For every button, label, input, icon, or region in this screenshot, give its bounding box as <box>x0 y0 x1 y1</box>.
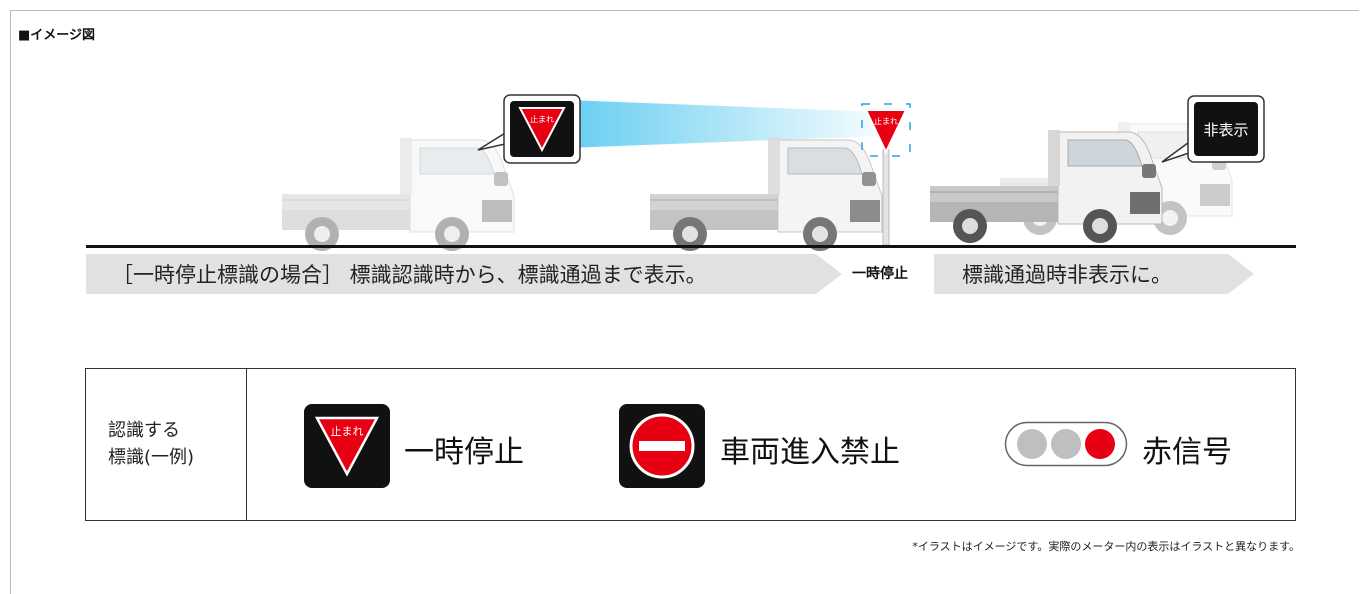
legend-item-stop: 一時停止 <box>404 435 524 470</box>
stop-sign-icon: 止まれ <box>304 404 390 488</box>
roadside-sign-text: 止まれ <box>874 116 898 126</box>
page-title: ■イメージ図 <box>18 28 96 43</box>
legend-heading-line1: 認識する <box>108 420 180 441</box>
legend-item-no-entry: 車両進入禁止 <box>720 435 900 470</box>
legend-divider <box>246 369 247 520</box>
footnote: *イラストはイメージです。実際のメーター内の表示はイラストと異なります。 <box>912 540 1300 553</box>
frame <box>10 10 1359 594</box>
legend-heading: 認識する 標識(一例) <box>108 417 194 471</box>
display-bubble-shown: 止まれ <box>477 94 581 164</box>
no-entry-icon <box>619 404 705 488</box>
stop-point-label: 一時停止 <box>852 266 908 282</box>
band-hidden-period: 標識通過時非表示に。 <box>934 254 1254 294</box>
display-bubble-hidden: 非表示 <box>1161 95 1265 163</box>
scene-illustration: 止まれ 止まれ 非表示 <box>281 94 1265 252</box>
hidden-label: 非表示 <box>1203 121 1248 139</box>
legend-sign-text: 止まれ <box>331 425 364 438</box>
road-line <box>86 245 1296 248</box>
legend-box: 認識する 標識(一例) 止まれ 一時停止 車両進入禁止 赤信号 <box>85 368 1296 521</box>
truck-recognizing <box>649 137 883 252</box>
band-display-period: ［一時停止標識の場合］ 標識認識時から、標識通過まで表示。 <box>86 254 842 294</box>
legend-heading-line2: 標識(一例) <box>108 447 195 468</box>
traffic-light-icon <box>1004 421 1128 467</box>
legend-item-red-light: 赤信号 <box>1142 435 1232 470</box>
display-sign-text: 止まれ <box>530 114 554 124</box>
truck-approaching <box>281 137 515 252</box>
